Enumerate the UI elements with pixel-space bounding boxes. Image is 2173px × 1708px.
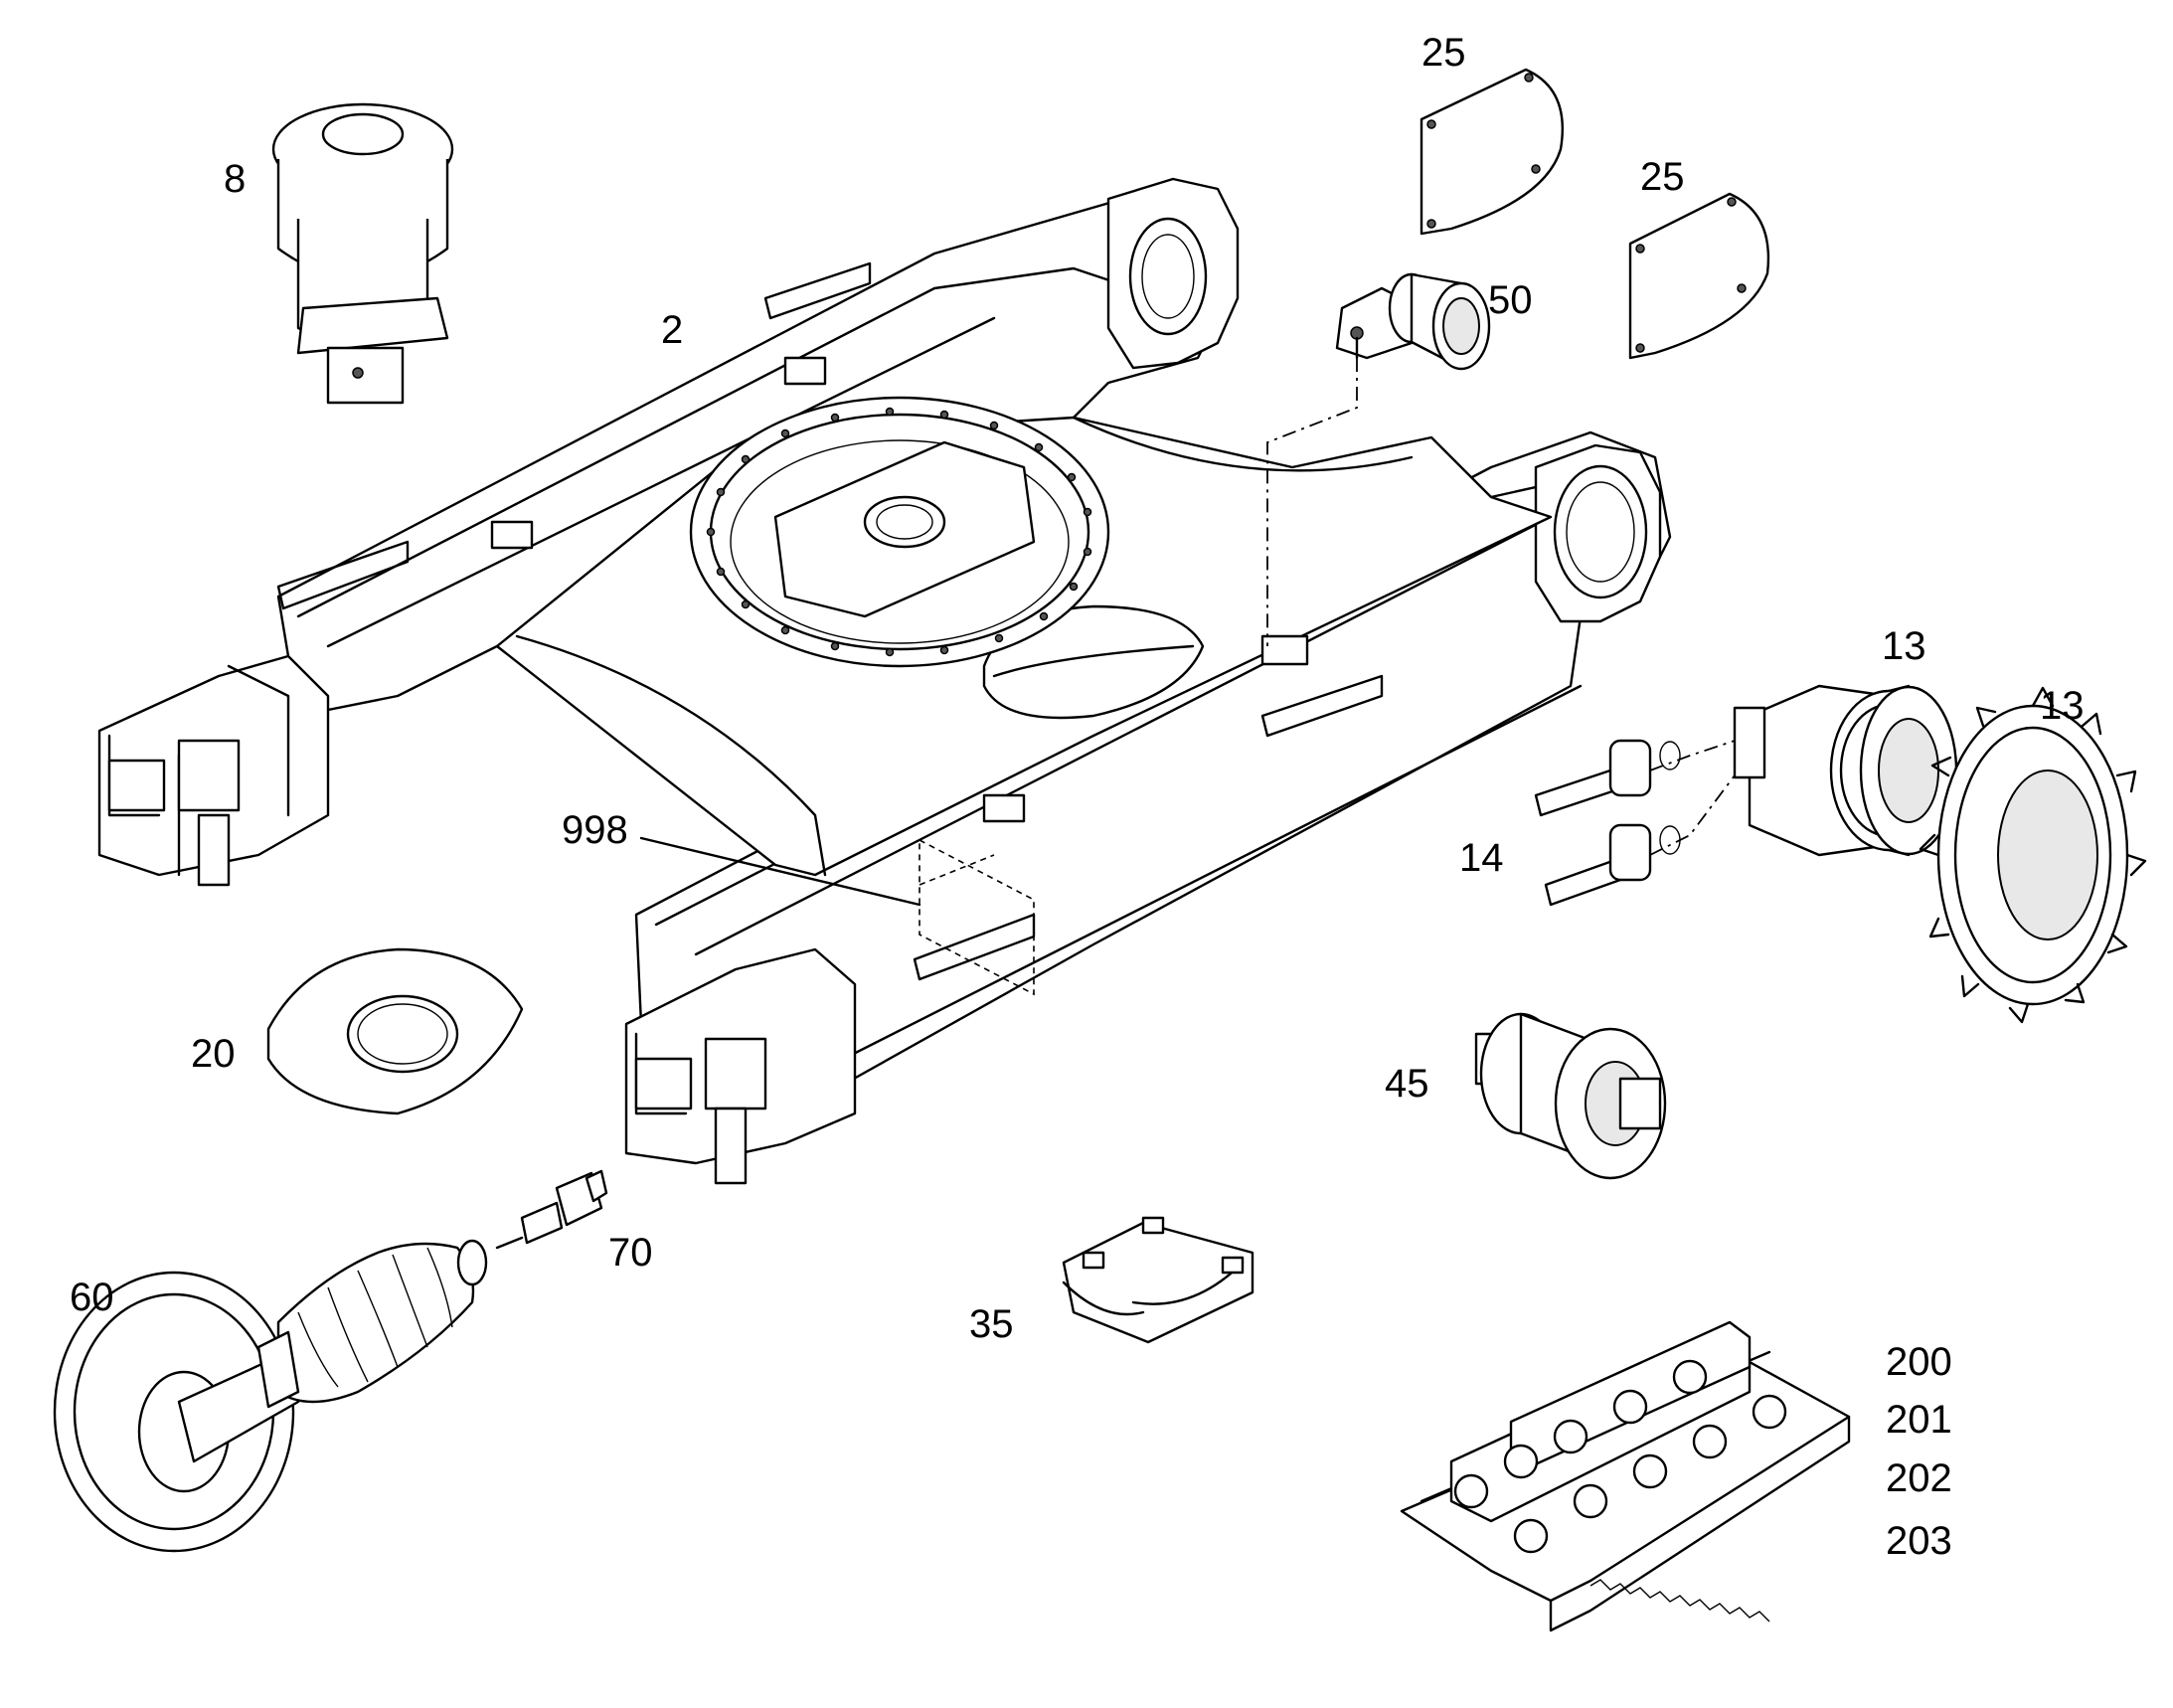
undercarriage-frame-drawing <box>97 177 1672 1185</box>
part-8-swivel-joint-drawing <box>271 102 454 405</box>
label-part-998: 998 <box>562 808 628 852</box>
label-part-25-upper: 25 <box>1421 31 1466 75</box>
swing-bearing-bolt-holes <box>706 407 1092 657</box>
label-part-50: 50 <box>1488 278 1533 322</box>
label-part-25-lower: 25 <box>1640 155 1685 199</box>
label-part-201: 201 <box>1886 1398 1952 1442</box>
part-50-top-roller-drawing <box>1335 272 1491 371</box>
label-part-45: 45 <box>1385 1062 1429 1106</box>
label-part-13-sprocket: 13 <box>2040 684 2085 728</box>
label-part-70: 70 <box>608 1231 653 1275</box>
part-60-idler-recoil-drawing <box>53 1239 488 1553</box>
part-25-cover-plate-lower <box>1628 192 1770 360</box>
part-25-cover-plate-upper <box>1420 68 1565 236</box>
part-13-travel-motor-drawing <box>1733 684 1958 857</box>
label-part-14: 14 <box>1459 836 1504 880</box>
label-part-13-motor: 13 <box>1882 624 1926 668</box>
parts-200-203-track-chain-drawing <box>1400 1320 1851 1632</box>
label-part-35: 35 <box>969 1302 1014 1346</box>
part-14-hose-fittings-drawing <box>1534 739 1681 907</box>
leader-998 <box>639 836 921 907</box>
part-13-sprocket-drawing <box>1919 686 2147 1024</box>
label-part-200: 200 <box>1886 1340 1952 1384</box>
part-70-grease-valve-drawing <box>495 1169 608 1250</box>
part-35-track-guide-drawing <box>1062 1216 1254 1344</box>
label-part-8: 8 <box>224 157 247 201</box>
assembly-leader-lines <box>639 358 1736 907</box>
label-part-2: 2 <box>661 308 684 352</box>
label-part-60: 60 <box>70 1276 114 1319</box>
label-part-20: 20 <box>191 1032 236 1076</box>
part-20-cover-disc-drawing <box>266 947 524 1115</box>
label-part-202: 202 <box>1886 1456 1952 1500</box>
part-45-bottom-roller-drawing <box>1474 1012 1667 1180</box>
label-part-203: 203 <box>1886 1519 1952 1563</box>
